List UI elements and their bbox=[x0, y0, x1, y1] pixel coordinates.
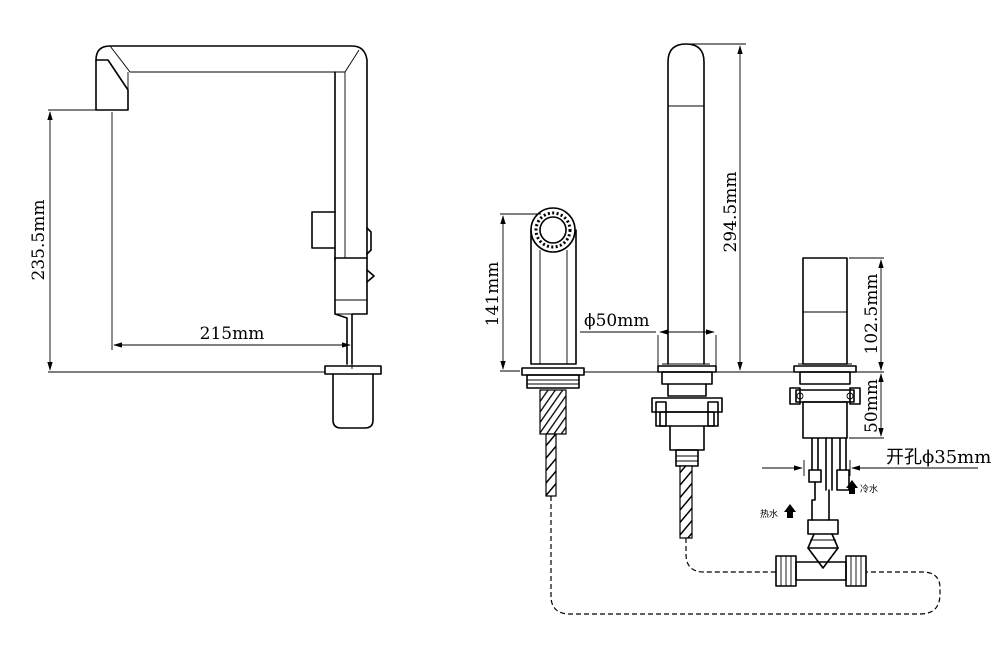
hole-diameter-label: 开孔ϕ35mm bbox=[886, 447, 991, 468]
cold-water-label: 冷水 bbox=[860, 483, 878, 495]
spout-height-label: 235.5mm bbox=[29, 200, 49, 281]
base-diameter-label: ϕ50mm bbox=[584, 311, 649, 331]
hose-routing bbox=[550, 496, 941, 615]
main-spout: ϕ50mm 294.5mm bbox=[580, 43, 746, 539]
spout-reach-label: 215mm bbox=[200, 324, 265, 344]
hot-water-label: 热水 bbox=[760, 508, 778, 520]
below-deck-label: 50mm bbox=[862, 379, 882, 433]
side-view-faucet: 235.5mm 215mm bbox=[29, 45, 382, 429]
mixer-valve: 102.5mm 50mm 开孔ϕ35mm 热水 冷水 bbox=[760, 257, 991, 587]
valve-height-label: 102.5mm bbox=[862, 274, 882, 355]
handshower-height-label: 141mm bbox=[483, 262, 503, 327]
up-arrow-icon bbox=[846, 480, 858, 494]
up-arrow-icon bbox=[784, 504, 796, 518]
hand-shower: 141mm bbox=[483, 207, 585, 497]
main-height-label: 294.5mm bbox=[721, 172, 741, 253]
